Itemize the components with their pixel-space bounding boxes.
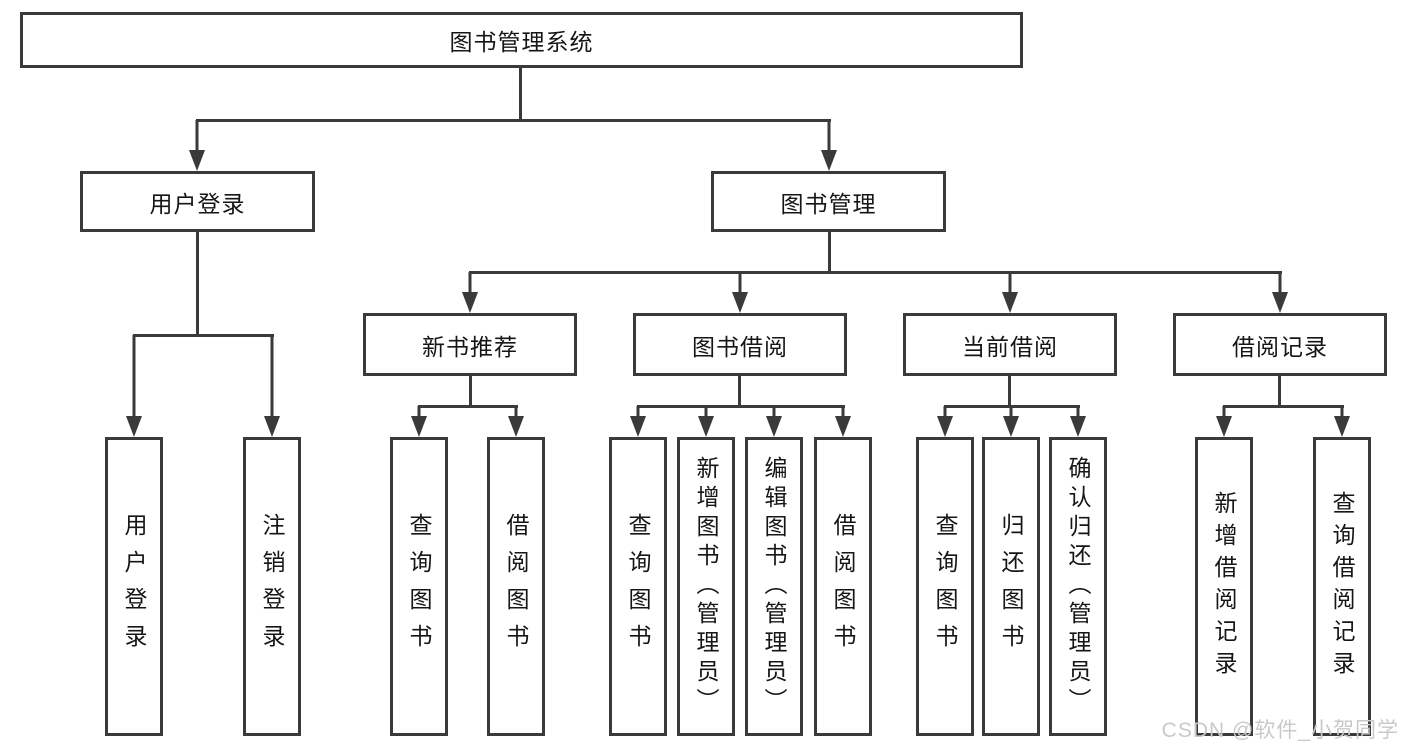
node-label: 确认归还（管理员） [1065, 456, 1091, 717]
node-user-login: 用户登录 [80, 171, 315, 232]
arrow-down-icon [630, 406, 646, 437]
leaf-edit-books-admin: 编辑图书（管理员） [745, 437, 803, 736]
node-label: 借阅图书 [830, 512, 856, 661]
connector-line [637, 405, 845, 408]
node-label: 编辑图书（管理员） [761, 456, 787, 717]
arrow-down-icon [732, 272, 748, 313]
connector-line [469, 271, 1282, 274]
connector-line [519, 68, 522, 120]
node-label: 借阅记录 [1232, 333, 1328, 360]
leaf-add-books-admin: 新增图书（管理员） [677, 437, 735, 736]
node-label: 借阅图书 [503, 512, 529, 661]
connector-line [196, 119, 831, 122]
connector-line [133, 334, 274, 337]
node-label: 图书管理系统 [449, 29, 594, 55]
node-book-management: 图书管理 [711, 171, 946, 232]
arrow-down-icon [1334, 406, 1350, 437]
node-label: 当前借阅 [962, 333, 1058, 360]
node-label: 归还图书 [998, 512, 1024, 661]
arrow-down-icon [1216, 406, 1232, 437]
arrow-down-icon [821, 120, 837, 171]
node-label: 查询图书 [932, 512, 958, 661]
arrow-down-icon [1272, 272, 1288, 313]
node-book-borrowing: 图书借阅 [633, 313, 847, 376]
connector-line [418, 405, 518, 408]
leaf-query-borrow-record: 查询借阅记录 [1313, 437, 1371, 736]
node-new-book-recommend: 新书推荐 [363, 313, 577, 376]
arrow-down-icon [264, 335, 280, 437]
connector-line [738, 376, 741, 406]
leaf-return-books: 归还图书 [982, 437, 1040, 736]
arrow-down-icon [698, 406, 714, 437]
leaf-add-borrow-record: 新增借阅记录 [1195, 437, 1253, 736]
connector-line [1008, 376, 1011, 406]
arrow-down-icon [462, 272, 478, 313]
connector-line [828, 232, 831, 272]
connector-line [196, 232, 199, 335]
watermark: CSDN @软件_小贺同学 [1161, 719, 1399, 742]
arrow-down-icon [1003, 406, 1019, 437]
arrow-down-icon [508, 406, 524, 437]
leaf-query-books-3: 查询图书 [916, 437, 974, 736]
connector-line [1278, 376, 1281, 406]
node-book-management-system: 图书管理系统 [20, 12, 1023, 68]
leaf-query-books-2: 查询图书 [609, 437, 667, 736]
arrow-down-icon [411, 406, 427, 437]
node-label: 图书借阅 [692, 333, 788, 360]
node-label: 用户登录 [121, 512, 147, 661]
node-current-borrowing: 当前借阅 [903, 313, 1117, 376]
node-label: 查询图书 [625, 512, 651, 661]
connector-line [1223, 405, 1344, 408]
node-label: 新增借阅记录 [1211, 490, 1237, 683]
leaf-borrow-books-2: 借阅图书 [814, 437, 872, 736]
leaf-query-books-1: 查询图书 [390, 437, 448, 736]
node-borrowing-records: 借阅记录 [1173, 313, 1387, 376]
arrow-down-icon [126, 335, 142, 437]
arrow-down-icon [766, 406, 782, 437]
node-label: 注销登录 [259, 512, 285, 661]
arrow-down-icon [189, 120, 205, 171]
connector-line [469, 376, 472, 406]
node-label: 用户登录 [149, 190, 246, 217]
node-label: 新书推荐 [422, 333, 518, 360]
node-label: 图书管理 [780, 190, 877, 217]
leaf-user-login: 用户登录 [105, 437, 163, 736]
node-label: 新增图书（管理员） [693, 456, 719, 717]
leaf-borrow-books-1: 借阅图书 [487, 437, 545, 736]
arrow-down-icon [1070, 406, 1086, 437]
arrow-down-icon [937, 406, 953, 437]
leaf-logout: 注销登录 [243, 437, 301, 736]
arrow-down-icon [1002, 272, 1018, 313]
leaf-confirm-return-admin: 确认归还（管理员） [1049, 437, 1107, 736]
arrow-down-icon [835, 406, 851, 437]
node-label: 查询图书 [406, 512, 432, 661]
node-label: 查询借阅记录 [1329, 490, 1355, 683]
